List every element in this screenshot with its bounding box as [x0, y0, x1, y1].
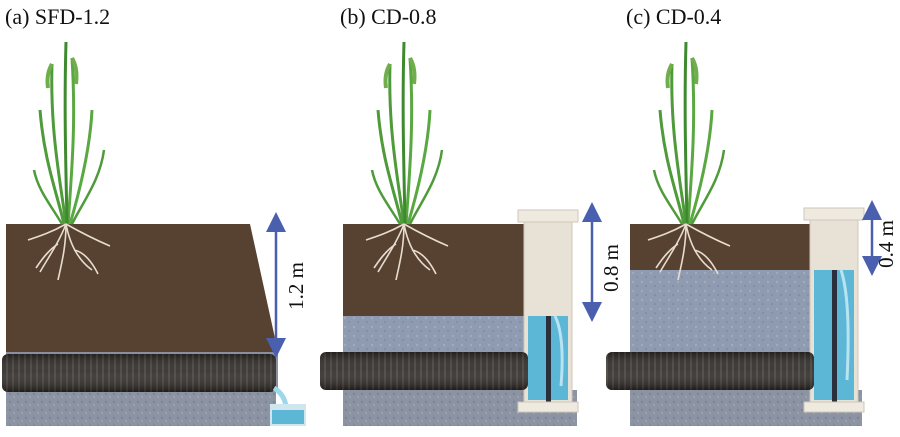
panel-b-depth-label: 0.8 m: [599, 244, 623, 292]
panel-b-drain-pipe: [320, 352, 528, 390]
panel-c-roots: [647, 223, 731, 281]
panel-a-soil: [6, 224, 278, 352]
panel-c-control-box: [803, 207, 865, 413]
panel-b: (b) CD-0.8: [320, 4, 623, 426]
panel-a-depth-label: 1.2 m: [284, 262, 308, 310]
panel-c-title: (c) CD-0.4: [626, 4, 721, 29]
panel-c-drain-pipe: [606, 352, 814, 390]
panel-c: (c) CD-0.4: [606, 4, 898, 426]
panel-c-depth-label: 0.4 m: [874, 220, 898, 268]
panel-c-soil: [630, 224, 810, 270]
panel-b-title: (b) CD-0.8: [340, 4, 437, 29]
panel-a-outlet-water: [270, 385, 306, 426]
panel-a-plant: [32, 41, 106, 225]
panel-b-roots: [365, 223, 449, 281]
panel-c-plant: [652, 41, 726, 225]
panel-b-control-box: [517, 209, 579, 413]
panel-a-roots: [27, 223, 111, 281]
panel-a-gravel-layer: [6, 390, 276, 426]
panel-b-plant: [370, 41, 444, 225]
panel-a-drain-pipe: [2, 354, 276, 392]
panel-a-title: (a) SFD-1.2: [5, 4, 110, 29]
panel-a: (a) SFD-1.2: [2, 4, 308, 426]
